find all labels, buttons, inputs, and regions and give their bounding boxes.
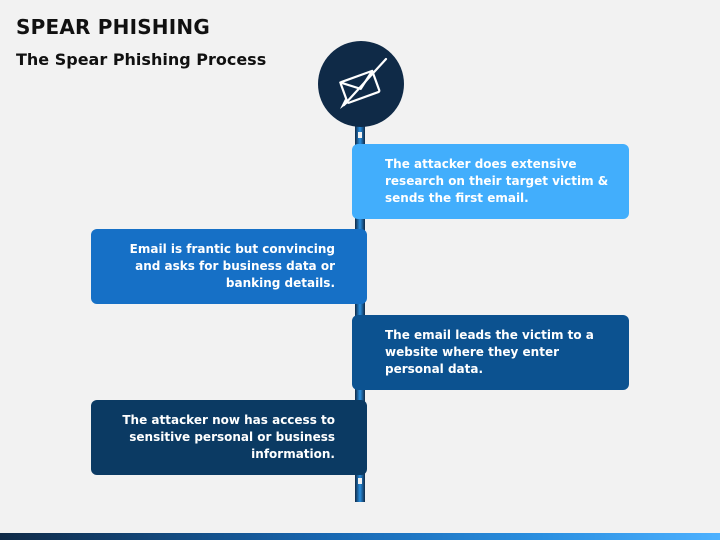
page-subtitle: The Spear Phishing Process: [16, 50, 267, 69]
process-step-4: The attacker now has access to sensitive…: [91, 400, 367, 475]
email-spear-icon: [339, 57, 388, 109]
process-step-4-text: The attacker now has access to sensitive…: [122, 413, 335, 461]
page-title: SPEAR PHISHING: [16, 15, 210, 39]
process-step-3-text: The email leads the victim to a website …: [385, 328, 594, 376]
process-step-2-text: Email is frantic but convincing and asks…: [129, 242, 335, 290]
bottom-accent-bar: [0, 533, 720, 540]
process-step-3: The email leads the victim to a website …: [352, 315, 629, 390]
process-step-2: Email is frantic but convincing and asks…: [91, 229, 367, 304]
process-step-1: The attacker does extensive research on …: [352, 144, 629, 219]
process-step-1-text: The attacker does extensive research on …: [385, 157, 609, 205]
spear-phishing-icon-circle: [318, 41, 404, 127]
